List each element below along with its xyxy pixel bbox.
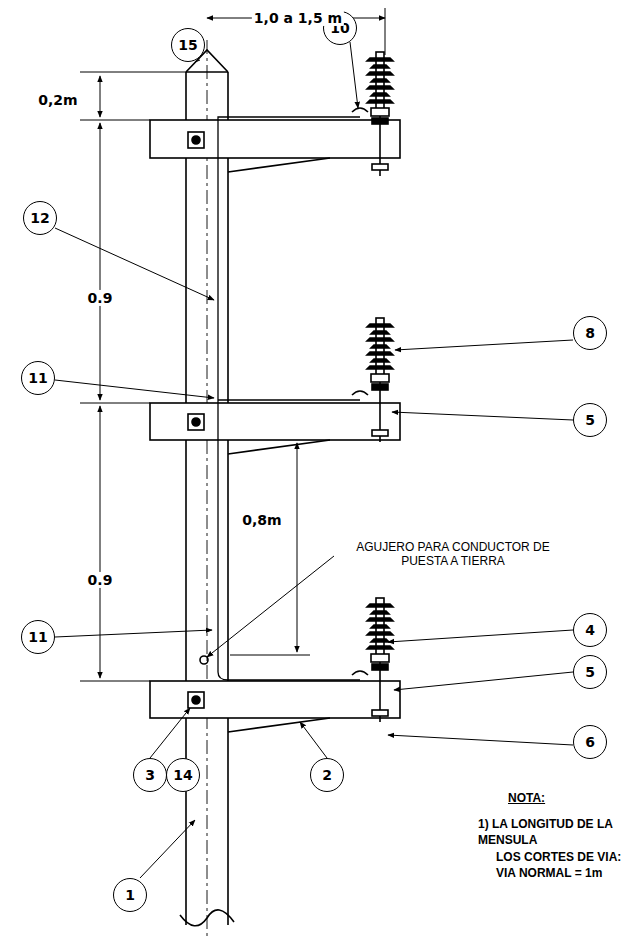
dimension-label: 1,0 a 1,5 m bbox=[252, 10, 344, 26]
callout-number: 5 bbox=[585, 664, 595, 680]
callout-number: 4 bbox=[585, 622, 595, 638]
callout-circle: 1 bbox=[113, 878, 147, 912]
callout-circle: 5 bbox=[573, 403, 607, 437]
callout-number: 11 bbox=[28, 370, 47, 386]
dimension-label: 0.9 bbox=[86, 290, 115, 306]
dimension-label: 0,8m bbox=[240, 512, 283, 528]
note-heading: NOTA: bbox=[508, 790, 630, 806]
pin-insulator bbox=[367, 598, 393, 722]
callout-number: 1 bbox=[125, 887, 135, 903]
callout-circle: 12 bbox=[23, 201, 57, 235]
note-label: AGUJERO PARA CONDUCTOR DE PUESTA A TIERR… bbox=[336, 541, 570, 569]
callout-circle: 11 bbox=[21, 620, 55, 654]
callout-circle: 6 bbox=[573, 725, 607, 759]
callout-number: 15 bbox=[178, 37, 197, 53]
callout-number: 14 bbox=[173, 767, 192, 783]
callout-circle: 8 bbox=[573, 316, 607, 350]
clamp bbox=[352, 671, 368, 675]
callout-number: 5 bbox=[585, 412, 595, 428]
dimension-lines bbox=[80, 8, 385, 681]
note-line: VIA NORMAL = 1m bbox=[496, 865, 630, 881]
note-block: NOTA: 1) LA LONGITUD DE LA MENSULALOS COR… bbox=[478, 790, 630, 881]
leader-lines bbox=[55, 42, 573, 878]
pin-insulator bbox=[367, 52, 393, 176]
callout-number: 12 bbox=[30, 210, 49, 226]
callout-circle: 11 bbox=[21, 361, 55, 395]
callout-number: 6 bbox=[585, 734, 595, 750]
callout-circle: 5 bbox=[573, 655, 607, 689]
center-line bbox=[207, 40, 208, 940]
ground-hole bbox=[200, 656, 208, 664]
dimension-label: 0.9 bbox=[86, 572, 115, 588]
callout-number: 8 bbox=[585, 325, 595, 341]
insulators bbox=[367, 52, 393, 722]
dimension-label: 0,2m bbox=[36, 92, 79, 108]
callout-circle: 4 bbox=[573, 613, 607, 647]
note-line: LOS CORTES DE VIA: bbox=[496, 849, 630, 865]
callout-number: 3 bbox=[145, 767, 155, 783]
callout-circle: 2 bbox=[310, 758, 344, 792]
clamp bbox=[352, 108, 368, 112]
callout-circle: 3 bbox=[133, 758, 167, 792]
crossarms bbox=[150, 120, 400, 732]
note-line: 1) LA LONGITUD DE LA MENSULA bbox=[478, 816, 630, 848]
callout-number: 2 bbox=[322, 767, 332, 783]
ground-conductor bbox=[218, 117, 360, 680]
pin-insulator bbox=[367, 318, 393, 442]
bolts bbox=[188, 132, 204, 708]
ground-conductor bbox=[218, 399, 360, 400]
callout-circle: 14 bbox=[166, 758, 200, 792]
callout-number: 11 bbox=[28, 629, 47, 645]
callout-circle: 15 bbox=[171, 28, 205, 62]
clamp bbox=[352, 391, 368, 395]
